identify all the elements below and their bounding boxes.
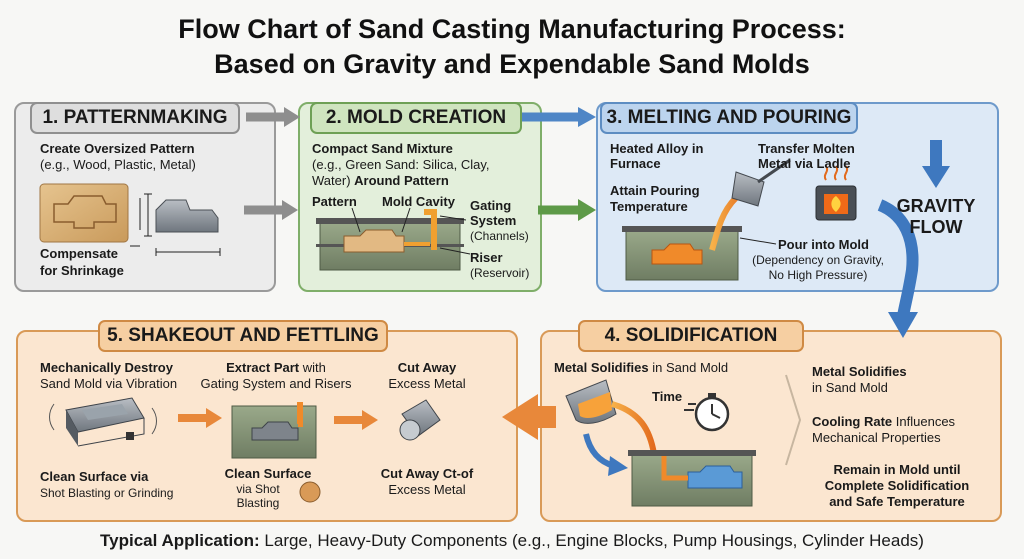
arrow-2-to-3 <box>522 107 596 221</box>
pouring-mold <box>622 185 777 281</box>
step5-arrows <box>178 408 378 430</box>
grinding-wheel-icon <box>299 481 321 503</box>
mold-cavity-label: Mold Cavity <box>382 194 455 209</box>
clean-label-2: Shot Blasting or Grinding <box>40 486 174 500</box>
gravity-flow-arrow <box>877 140 950 338</box>
extract-label-2: Gating System and Risers <box>200 376 352 391</box>
stopwatch-icon <box>684 393 730 432</box>
solid-right-1: Metal Solidifies <box>812 364 907 379</box>
riser-label-2: (Reservoir) <box>470 266 530 280</box>
extracted-part-icon <box>231 402 317 459</box>
compensate-label-1: Compensate <box>40 246 119 261</box>
mech-label-1: Mechanically Destroy <box>40 360 173 375</box>
cut-label-1: Cut Away <box>397 360 457 375</box>
heated-label-1: Heated Alloy in <box>610 141 704 156</box>
step1-header: 1. PATTERNMAKING <box>30 102 240 134</box>
pattern-label: Pattern <box>312 194 357 209</box>
gating-label-1: Gating <box>470 198 512 213</box>
arrow-4-divider <box>785 374 802 466</box>
step1-text-1: Create Oversized Pattern <box>40 141 195 156</box>
remain-line-3: and Safe Temperature <box>829 494 965 509</box>
clean-b-label-3: Blasting <box>236 496 280 510</box>
cut-b-label-1: Cut Away Ct-of <box>380 466 474 481</box>
arrow-4-to-5 <box>502 394 556 440</box>
step4-header: 4. SOLIDIFICATION <box>578 320 804 352</box>
riser-label-1: Riser <box>470 250 503 265</box>
pour-label: Pour into Mold <box>778 237 869 252</box>
panel-solidification <box>540 330 1002 522</box>
cooling-rate-line-1: Cooling Rate Influences <box>812 414 956 429</box>
solidify-caption: Metal Solidifies in Sand Mold <box>554 360 729 375</box>
sand-mold-flask <box>316 207 471 271</box>
solidify-curve-arrow <box>583 433 628 476</box>
step3-header: 3. MELTING AND POURING <box>600 102 858 134</box>
compensate-label-2: for Shrinkage <box>40 263 124 278</box>
gating-label-3: (Channels) <box>470 229 529 243</box>
dependency-label-2: No High Pressure) <box>768 268 868 282</box>
mech-label-2: Sand Mold via Vibration <box>40 376 178 391</box>
footer-application: Typical Application: Large, Heavy-Duty C… <box>100 531 924 550</box>
gravity-label-2: FLOW <box>909 217 963 237</box>
cut-tool-icon <box>399 399 441 441</box>
ladle-icon <box>731 158 791 207</box>
transfer-label-2: Metal via Ladle <box>758 156 851 171</box>
attain-label-2: Temperature <box>610 199 688 214</box>
extract-label-1: Extract Part with <box>226 360 326 375</box>
vibration-table-icon <box>49 397 157 447</box>
step2-text-3: Water) Around Pattern <box>312 173 449 188</box>
furnace-icon <box>815 165 857 221</box>
dimension-lines <box>130 193 221 256</box>
wood-pattern-block <box>39 183 129 243</box>
solidify-ladle <box>565 379 657 455</box>
solid-right-2: in Sand Mold <box>812 380 888 395</box>
time-label: Time <box>652 389 683 404</box>
transfer-label-1: Transfer Molten <box>758 141 855 156</box>
gravity-label-1: GRAVITY <box>896 196 976 216</box>
clean-label-1: Clean Surface via <box>40 469 149 484</box>
attain-label-1: Attain Pouring <box>610 183 700 198</box>
cooling-rate-line-2: Mechanical Properties <box>812 430 941 445</box>
clean-b-label-1: Clean Surface <box>224 466 312 481</box>
dependency-label-1: (Dependency on Gravity, <box>752 253 884 267</box>
step2-header: 2. MOLD CREATION <box>310 102 522 134</box>
chart-title-line2: Based on Gravity and Expendable Sand Mol… <box>214 49 810 79</box>
metal-pattern-part <box>155 199 219 233</box>
heated-label-2: Furnace <box>610 156 661 171</box>
cut-label-2: Excess Metal <box>388 376 466 391</box>
clean-b-label-2: via Shot <box>236 482 280 496</box>
remain-line-2: Complete Solidification <box>824 478 970 493</box>
step2-text-1: Compact Sand Mixture <box>312 141 453 156</box>
chart-title-line1: Flow Chart of Sand Casting Manufacturing… <box>178 14 846 44</box>
arrow-1-to-2 <box>244 107 300 220</box>
step1-text-2: (e.g., Wood, Plastic, Metal) <box>40 157 196 172</box>
solidify-mold <box>628 450 756 507</box>
remain-line-1: Remain in Mold until <box>833 462 961 477</box>
gating-label-2: System <box>470 213 517 228</box>
step2-text-2: (e.g., Green Sand: Silica, Clay, <box>312 157 490 172</box>
cut-b-label-2: Excess Metal <box>388 482 466 497</box>
step5-header: 5. SHAKEOUT AND FETTLING <box>98 320 388 352</box>
